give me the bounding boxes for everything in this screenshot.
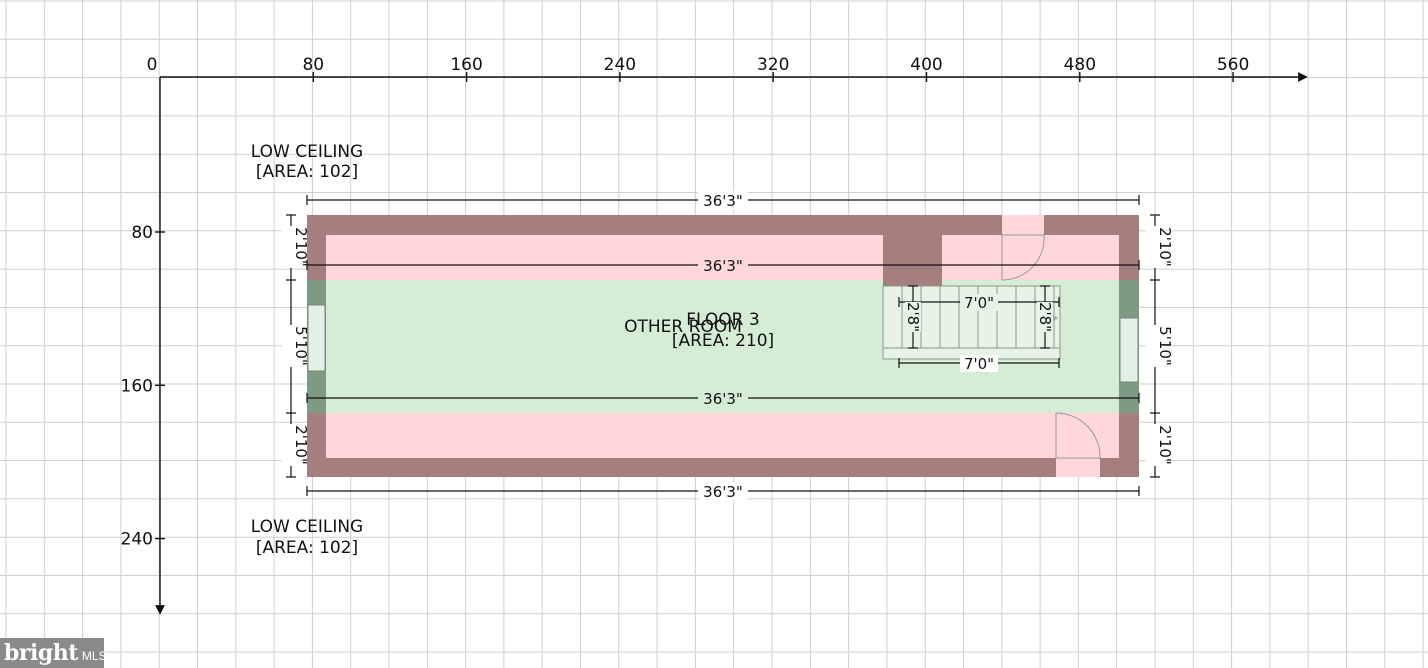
dim-overall-width-top: 36'3": [703, 192, 743, 210]
dim-left-top: 2'10": [292, 227, 310, 267]
top-door-opening: [1002, 215, 1044, 235]
y-axis-tick-label: 80: [131, 223, 153, 243]
y-axis: 80 160 240: [121, 77, 165, 615]
stair-wall-block: [883, 235, 942, 286]
x-axis-tick-label: 320: [757, 55, 789, 75]
bright-mls-watermark: bright MLS: [0, 638, 107, 668]
room-name-other-room: OTHER ROOM: [624, 317, 742, 337]
x-axis-tick-label: 240: [604, 55, 636, 75]
y-axis-tick-label: 160: [121, 376, 153, 396]
dim-stair-depth-left: 2'8": [904, 302, 922, 332]
x-axis-tick-label: 480: [1064, 55, 1096, 75]
dim-right-bottom: 2'10": [1156, 425, 1174, 465]
dim-stair-depth-right: 2'8": [1036, 302, 1054, 332]
x-axis-tick-label: 0: [147, 55, 158, 75]
watermark-brand: bright: [4, 640, 78, 666]
x-axis-tick-label: 560: [1217, 55, 1249, 75]
dim-stair-width-top: 7'0": [964, 294, 994, 312]
dim-right-middle: 5'10": [1156, 326, 1174, 366]
dimension-labels: 36'3" 36'3" 36'3" 36'3" 2'10" 5'10" 2'10…: [282, 191, 1174, 501]
dim-overall-width-bottom: 36'3": [703, 483, 743, 501]
x-axis-tick-label: 400: [910, 55, 942, 75]
bottom-door-opening: [1056, 458, 1100, 477]
x-axis-tick-label: 80: [302, 55, 324, 75]
dim-left-bottom: 2'10": [292, 425, 310, 465]
low-ceiling-bottom-room: [326, 413, 1119, 458]
x-axis-tick-label: 160: [450, 55, 482, 75]
x-axis: 0 80 160 240 320 400 480 560: [147, 55, 1308, 82]
low-ceiling-top-room: [326, 235, 883, 280]
bottom-door-swing: [1055, 412, 1101, 459]
room-name-low-ceiling-bottom: LOW CEILING: [251, 517, 363, 537]
dim-stair-width-bottom: 7'0": [964, 355, 994, 373]
room-name-low-ceiling-top: LOW CEILING: [251, 142, 363, 162]
watermark-suffix: MLS: [81, 649, 107, 663]
dim-right-top: 2'10": [1156, 227, 1174, 267]
floor-label: FLOOR 3: [686, 310, 759, 330]
right-window: [1119, 317, 1139, 383]
y-axis-tick-label: 240: [121, 530, 153, 550]
left-window: [307, 304, 326, 372]
room-labels: LOW CEILING [AREA: 102] FLOOR 3 OTHER RO…: [251, 142, 774, 558]
room-area-other-room: [AREA: 210]: [672, 331, 774, 351]
dim-top-room-width: 36'3": [703, 257, 743, 275]
room-area-low-ceiling-bottom: [AREA: 102]: [256, 538, 358, 558]
room-area-low-ceiling-top: [AREA: 102]: [256, 162, 358, 182]
low-ceiling-top-room-right: [942, 235, 1119, 280]
dim-left-middle: 5'10": [292, 326, 310, 366]
dim-bottom-room-width: 36'3": [703, 390, 743, 408]
top-door-swing: [1001, 234, 1045, 281]
